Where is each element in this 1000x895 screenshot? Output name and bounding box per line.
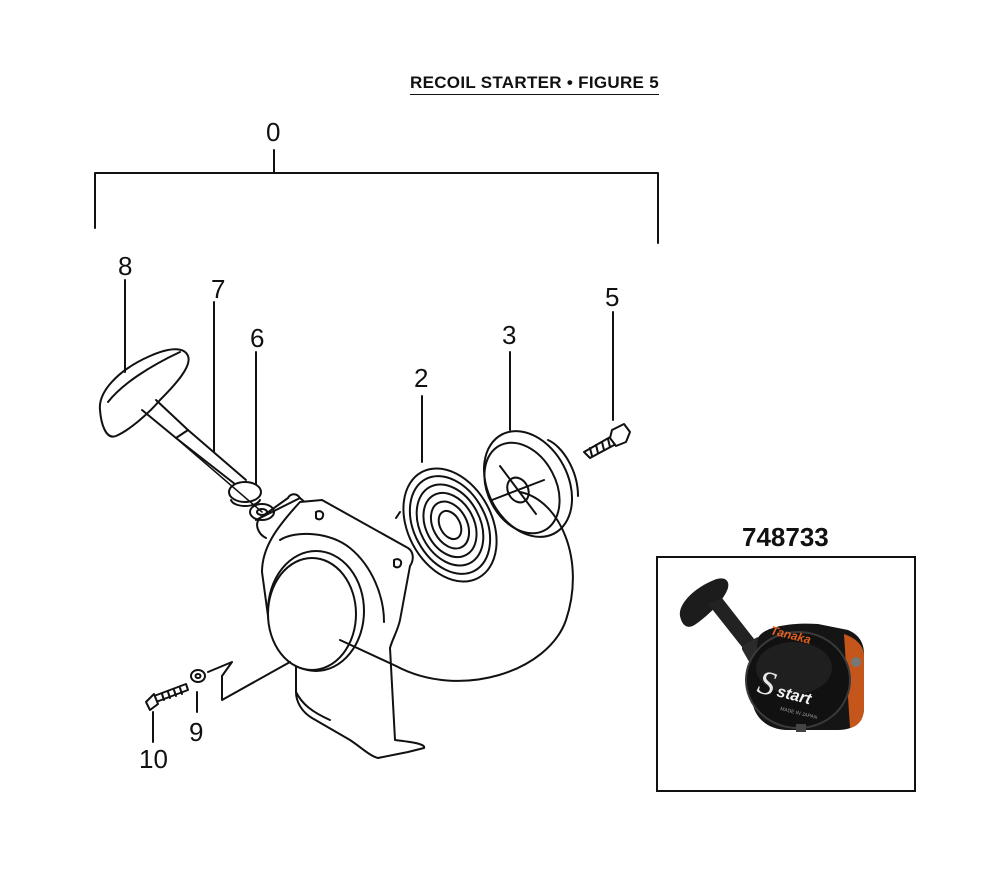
rope-line xyxy=(175,437,263,513)
callout-5: 5 xyxy=(605,282,619,312)
kit-part-number: 748733 xyxy=(742,522,829,552)
callout-7: 7 xyxy=(211,274,225,304)
kit-photo-frame: Tanaka S start MADE IN JAPAN xyxy=(656,556,916,792)
handle-part xyxy=(98,348,247,489)
callout-0: 0 xyxy=(266,117,280,147)
callout-6: 6 xyxy=(250,323,264,353)
washer-part xyxy=(190,669,206,683)
bolt-connector xyxy=(207,661,291,701)
callout-10: 10 xyxy=(139,744,168,774)
callout-9: 9 xyxy=(189,717,203,747)
starter-housing xyxy=(255,493,426,759)
callout-3: 3 xyxy=(502,320,516,350)
starter-rope xyxy=(339,491,574,682)
assembly-bracket xyxy=(94,149,659,244)
center-screw-part xyxy=(583,423,631,459)
callout-8: 8 xyxy=(118,251,132,281)
page-title: RECOIL STARTER • FIGURE 5 xyxy=(410,73,659,95)
recoil-spring-part xyxy=(395,467,498,583)
starter-assembly-photo: Tanaka S start MADE IN JAPAN xyxy=(679,578,864,732)
bolt-part xyxy=(145,683,189,711)
reel-part xyxy=(482,430,579,538)
callout-2: 2 xyxy=(414,363,428,393)
